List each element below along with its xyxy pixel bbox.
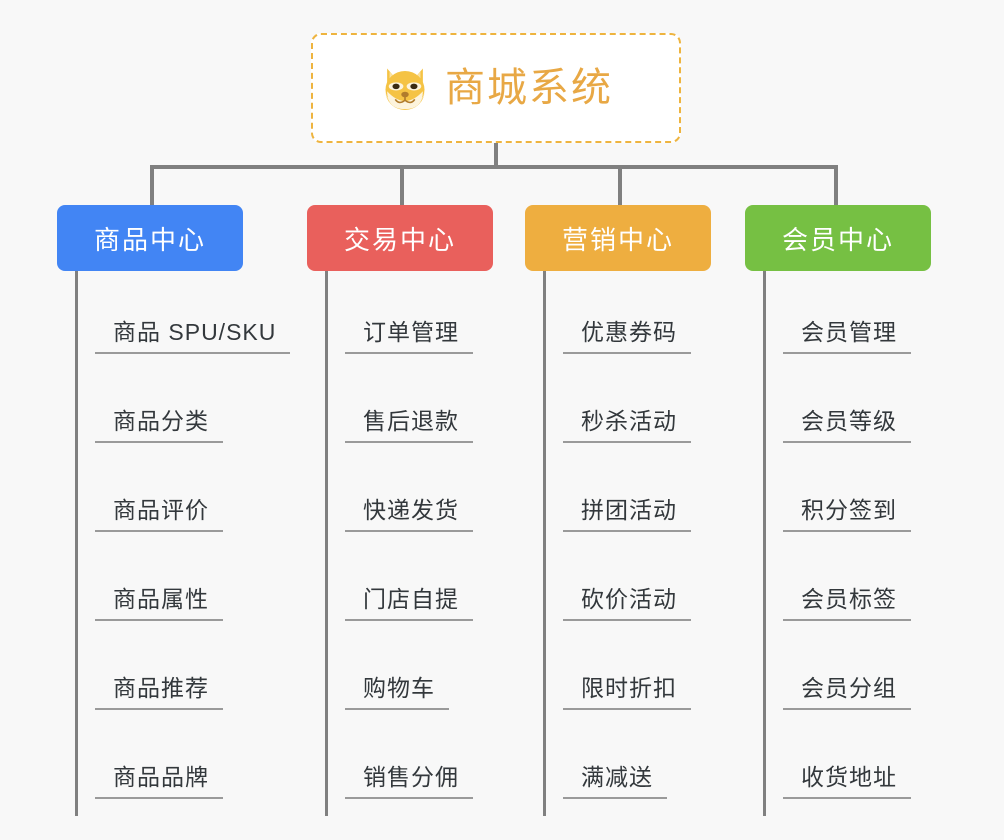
leaf-item-1-5[interactable]: 销售分佣: [325, 716, 525, 805]
leaf-label-2-5: 满减送: [563, 764, 667, 799]
leaf-item-2-5[interactable]: 满减送: [543, 716, 743, 805]
connector-root-trunk: [494, 143, 498, 169]
leaf-label-0-0: 商品 SPU/SKU: [95, 319, 291, 354]
leaf-item-1-3[interactable]: 门店自提: [325, 538, 525, 627]
leaf-item-1-2[interactable]: 快递发货: [325, 449, 525, 538]
leaf-label-3-0: 会员管理: [783, 319, 911, 354]
leaf-item-3-0[interactable]: 会员管理: [763, 271, 963, 360]
leaf-item-2-4[interactable]: 限时折扣: [543, 627, 743, 716]
leaf-label-1-3: 门店自提: [345, 586, 473, 621]
leaf-spine-2: [543, 271, 546, 816]
category-box-2[interactable]: 营销中心: [525, 205, 711, 271]
leaf-label-2-3: 砍价活动: [563, 586, 691, 621]
leaf-label-0-3: 商品属性: [95, 586, 223, 621]
connector-drop-2: [400, 165, 404, 205]
connector-drop-4: [834, 165, 838, 205]
root-node-mall-system[interactable]: 商城系统: [311, 33, 681, 143]
leaf-item-2-3[interactable]: 砍价活动: [543, 538, 743, 627]
leaf-label-3-1: 会员等级: [783, 408, 911, 443]
leaf-item-0-3[interactable]: 商品属性: [75, 538, 290, 627]
leaf-item-3-1[interactable]: 会员等级: [763, 360, 963, 449]
connector-drop-1: [150, 165, 154, 205]
leaf-label-2-2: 拼团活动: [563, 497, 691, 532]
leaf-column-0: 商品 SPU/SKU 商品分类 商品评价 商品属性 商品推荐 商品品牌: [75, 271, 291, 816]
category-box-3[interactable]: 会员中心: [745, 205, 931, 271]
leaf-label-1-4: 购物车: [345, 675, 449, 710]
leaf-item-3-3[interactable]: 会员标签: [763, 538, 963, 627]
leaf-item-0-1[interactable]: 商品分类: [75, 360, 290, 449]
leaf-item-2-1[interactable]: 秒杀活动: [543, 360, 743, 449]
category-label-2: 营销中心: [561, 224, 674, 255]
category-box-1[interactable]: 交易中心: [307, 205, 493, 271]
category-label-0: 商品中心: [93, 224, 206, 255]
leaf-item-2-0[interactable]: 优惠券码: [543, 271, 743, 360]
leaf-item-0-4[interactable]: 商品推荐: [75, 627, 290, 716]
leaf-label-3-2: 积分签到: [783, 497, 911, 532]
leaf-spine-0: [75, 271, 78, 816]
leaf-item-3-4[interactable]: 会员分组: [763, 627, 963, 716]
connector-drop-3: [618, 165, 622, 205]
leaf-item-1-4[interactable]: 购物车: [325, 627, 525, 716]
leaf-label-0-5: 商品品牌: [95, 764, 223, 799]
leaf-item-0-5[interactable]: 商品品牌: [75, 716, 290, 805]
leaf-column-2: 优惠券码 秒杀活动 拼团活动 砍价活动 限时折扣 满减送: [543, 271, 743, 816]
leaf-label-0-1: 商品分类: [95, 408, 223, 443]
leaf-item-1-1[interactable]: 售后退款: [325, 360, 525, 449]
shiba-dog-face-icon: [385, 68, 425, 110]
root-node-title: 商城系统: [445, 66, 613, 110]
category-box-0[interactable]: 商品中心: [57, 205, 243, 271]
leaf-column-1: 订单管理 售后退款 快递发货 门店自提 购物车 销售分佣: [325, 271, 525, 816]
leaf-label-2-4: 限时折扣: [563, 675, 691, 710]
leaf-label-1-0: 订单管理: [345, 319, 473, 354]
leaf-label-0-2: 商品评价: [95, 497, 223, 532]
leaf-item-2-2[interactable]: 拼团活动: [543, 449, 743, 538]
leaf-label-3-5: 收货地址: [783, 764, 911, 799]
leaf-label-2-1: 秒杀活动: [563, 408, 691, 443]
leaf-label-1-1: 售后退款: [345, 408, 473, 443]
leaf-label-3-4: 会员分组: [783, 675, 911, 710]
leaf-item-3-5[interactable]: 收货地址: [763, 716, 963, 805]
leaf-spine-3: [763, 271, 766, 816]
category-label-1: 交易中心: [343, 224, 456, 255]
leaf-label-0-4: 商品推荐: [95, 675, 223, 710]
category-label-3: 会员中心: [781, 224, 894, 255]
leaf-label-1-2: 快递发货: [345, 497, 473, 532]
leaf-label-2-0: 优惠券码: [563, 319, 691, 354]
leaf-spine-1: [325, 271, 328, 816]
leaf-item-0-0[interactable]: 商品 SPU/SKU: [75, 271, 291, 360]
leaf-item-0-2[interactable]: 商品评价: [75, 449, 290, 538]
leaf-label-1-5: 销售分佣: [345, 764, 473, 799]
leaf-item-1-0[interactable]: 订单管理: [325, 271, 525, 360]
leaf-label-3-3: 会员标签: [783, 586, 911, 621]
leaf-item-3-2[interactable]: 积分签到: [763, 449, 963, 538]
connector-horizontal-bus: [150, 165, 838, 169]
leaf-column-3: 会员管理 会员等级 积分签到 会员标签 会员分组 收货地址: [763, 271, 963, 816]
